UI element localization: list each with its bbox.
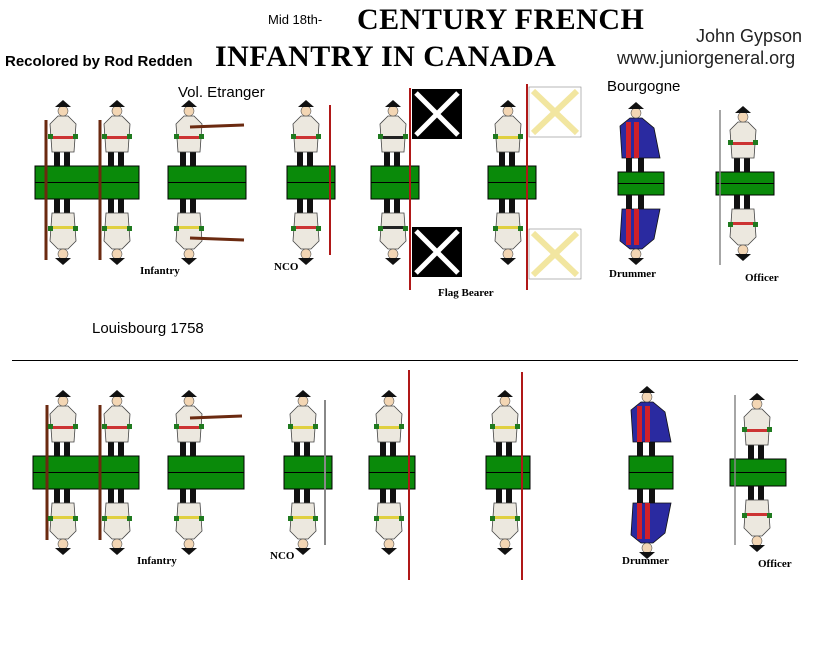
musket-aimed (189, 414, 243, 420)
nco-figure (291, 199, 321, 265)
officer-figure (728, 106, 758, 172)
flag-bearer-figure (378, 199, 408, 265)
nco-figure (288, 489, 318, 555)
flag-bearer-figure (378, 100, 408, 166)
drummer-figure (630, 489, 672, 559)
drummer-figure (630, 386, 672, 456)
page-title-line1: CENTURY FRENCH (357, 3, 645, 36)
section-label-vol-etranger: Vol. Etranger (178, 84, 265, 101)
section-label-bourgogne: Bourgogne (607, 78, 681, 95)
infantry-figure (48, 390, 78, 456)
section-divider (12, 360, 798, 361)
caption-flag-bearer: Flag Bearer (438, 287, 494, 299)
infantry-figure (102, 100, 132, 166)
officer-figure (742, 393, 772, 459)
flag-bearer-figure (493, 199, 523, 265)
drummer-figure (619, 195, 661, 265)
infantry-figure (102, 390, 132, 456)
caption-officer-top: Officer (745, 272, 779, 284)
flag-yellow-top (528, 86, 582, 138)
page-title-line2: INFANTRY IN CANADA (215, 40, 557, 73)
flag-bearer-figure (490, 390, 520, 456)
caption-drummer-top: Drummer (609, 268, 657, 280)
nco-figure (288, 390, 318, 456)
infantry-figure (102, 199, 132, 265)
infantry-figure (102, 489, 132, 555)
flag-bearer-figure (374, 390, 404, 456)
caption-infantry-bottom: Infantry (137, 555, 177, 567)
caption-infantry-top: Infantry (140, 265, 180, 277)
flag-yellow-bottom (528, 228, 582, 280)
caption-officer-bottom: Officer (758, 558, 792, 570)
infantry-figure (174, 489, 204, 555)
nco-figure (291, 100, 321, 166)
flag-black-bottom (412, 227, 462, 277)
website-url: www.juniorgeneral.org (617, 48, 796, 68)
infantry-figure (48, 199, 78, 265)
infantry-figure (48, 100, 78, 166)
caption-nco-top: NCO (274, 261, 299, 273)
author-name: John Gypson (696, 26, 803, 46)
musket-aimed (189, 236, 245, 242)
caption-drummer-bottom: Drummer (622, 555, 670, 567)
infantry-aiming-figure (174, 199, 204, 265)
flag-bearer-figure (490, 489, 520, 555)
infantry-aiming-figure (174, 390, 204, 456)
recolor-credit: Recolored by Rod Redden (5, 53, 193, 70)
infantry-aiming-figure (174, 100, 204, 166)
drummer-figure (619, 102, 661, 172)
title-prefix: Mid 18th- (268, 12, 323, 27)
flag-bearer-figure (493, 100, 523, 166)
officer-figure (728, 195, 758, 261)
flag-bearer-figure (374, 489, 404, 555)
musket-aimed (189, 123, 245, 129)
officer-figure (742, 486, 772, 552)
section-label-louisbourg: Louisbourg 1758 (92, 320, 204, 337)
flag-black-top (412, 89, 462, 139)
infantry-figure (48, 489, 78, 555)
caption-nco-bottom: NCO (270, 550, 295, 562)
